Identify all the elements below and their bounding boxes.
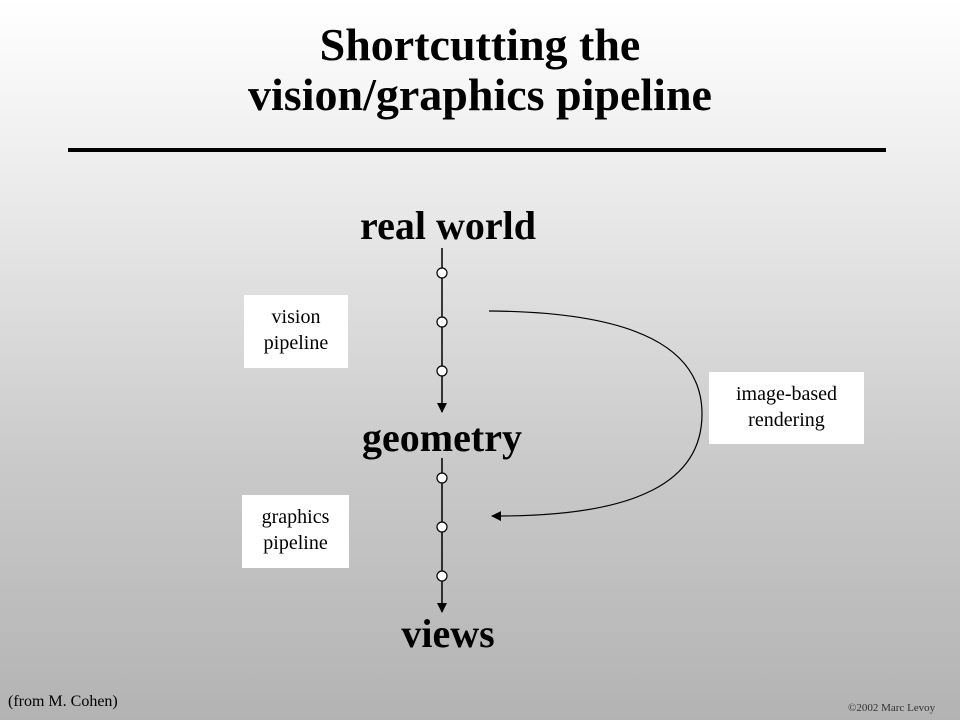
vision-pipeline-box: vision pipeline [244, 295, 348, 368]
ibr-box-line-1: image-based [735, 383, 838, 405]
title-line-2: vision/graphics pipeline [248, 69, 712, 120]
vision-stage-dot [436, 365, 448, 377]
graphics-stage-dot [436, 472, 448, 484]
image-based-rendering-arc [488, 310, 703, 522]
copyright-text: 2002 Marc Levoy [856, 702, 936, 714]
graphics-stage-dot [436, 570, 448, 582]
graphics-box-line-1: graphics [261, 506, 330, 528]
vision-box-line-2: pipeline [263, 332, 329, 354]
vision-box-line-1: vision [271, 306, 321, 328]
ibr-box-line-2: rendering [748, 409, 825, 431]
geometry-label: geometry [362, 415, 522, 460]
copyright-notice: ©2002 Marc Levoy [848, 702, 935, 714]
title-underline [68, 148, 886, 152]
vision-stage-dot [436, 316, 448, 328]
vision-stage-dot [436, 267, 448, 279]
image-based-rendering-box: image-based rendering [709, 372, 864, 444]
views-label: views [401, 611, 495, 656]
slide-title: Shortcutting the vision/graphics pipelin… [0, 20, 960, 120]
real-world-label: real world [360, 203, 536, 248]
graphics-box-line-2: pipeline [263, 532, 328, 554]
source-credit: (from M. Cohen) [8, 693, 118, 710]
copyright-symbol: © [848, 702, 857, 714]
title-line-1: Shortcutting the [319, 19, 641, 70]
graphics-stage-dot [436, 521, 448, 533]
graphics-pipeline-box: graphics pipeline [242, 495, 349, 568]
